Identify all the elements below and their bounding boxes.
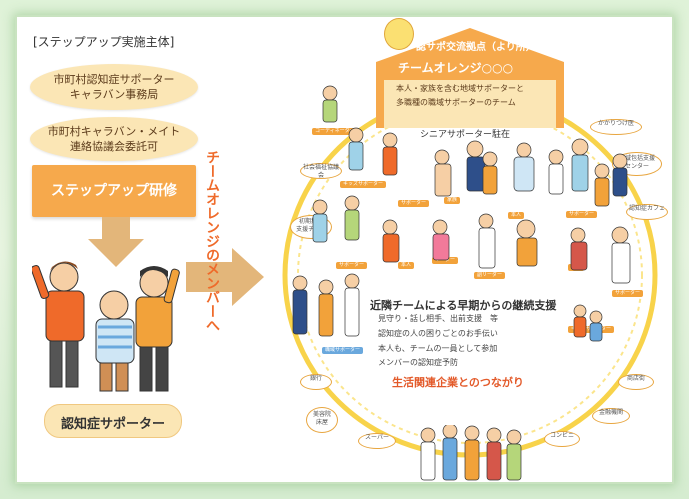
companies-connection-label: 生活関連企業とのつながり bbox=[392, 376, 524, 389]
support-item-4: メンバーの認知症予防 bbox=[378, 358, 458, 367]
support-title: 近隣チームによる早期からの継続支援 bbox=[370, 299, 557, 312]
caravan-office-line1: 市町村認知症サポーター bbox=[53, 73, 175, 86]
stepup-training-box: ステップアップ研修 bbox=[32, 165, 196, 217]
finance-label: 金融機関 bbox=[592, 408, 630, 424]
barber-line2: 床屋 bbox=[315, 419, 328, 426]
family-doctor-text: かかりつけ医 bbox=[597, 120, 635, 127]
regional-center-line1: 地域包括支援 bbox=[618, 155, 655, 162]
regional-center-line2: センター bbox=[624, 163, 649, 170]
supermarket-label: スーパー bbox=[358, 433, 396, 449]
house-desc-line2: 多職種の職域サポーターのチーム bbox=[396, 98, 516, 107]
house-desc-line1: 本人・家族を含む地域サポーターと bbox=[396, 84, 524, 93]
supporter-tag-3: サポーター bbox=[566, 211, 598, 218]
convenience-store-label: コンビニ bbox=[544, 431, 580, 447]
social-welfare-label: 社会福祉協議会 bbox=[300, 163, 342, 179]
supporters-group-illustration bbox=[32, 261, 180, 392]
family-tag-1: 家族 bbox=[444, 197, 461, 204]
supermarket-text: スーパー bbox=[365, 434, 389, 441]
supporter-tag-1: サポーター bbox=[336, 262, 368, 269]
stepup-training-label: ステップアップ研修 bbox=[51, 183, 177, 199]
honnin-tag-2: 本人 bbox=[398, 262, 415, 269]
finance-text: 金融機関 bbox=[598, 409, 623, 416]
support-item-2: 認知症の人の困りごとのお手伝い bbox=[378, 329, 498, 338]
sub-leader-tag: 副リーダー bbox=[474, 272, 506, 279]
dementia-cafe-label: 認知症カフェ bbox=[626, 204, 668, 220]
down-arrow-icon bbox=[88, 217, 144, 267]
caravan-office-line2: キャラバン事務局 bbox=[69, 88, 159, 101]
barber-line1: 美容院 bbox=[312, 411, 331, 418]
team-orange-member-vertical-text: チームオレンジのメンバーへ bbox=[204, 150, 220, 332]
supporter-tag-2: サポーター bbox=[398, 200, 430, 207]
coordinator-tag: コーディネーター bbox=[312, 128, 358, 135]
right-arrow-icon bbox=[186, 248, 264, 306]
regional-center-label: 地域包括支援 センター bbox=[612, 152, 662, 176]
kids-supporter-tag: キッズサポーター bbox=[340, 181, 387, 188]
barber-label: 美容院 床屋 bbox=[306, 407, 338, 433]
early-support-line1: 初期集中 bbox=[298, 218, 323, 225]
bank-text: 銀行 bbox=[309, 375, 322, 382]
senior-station-label: シニアサポーター駐在 bbox=[420, 130, 511, 140]
shopping-street-text: 商店街 bbox=[626, 375, 645, 382]
dog-mascot-icon bbox=[384, 18, 414, 50]
dementia-supporter-label: 認知症サポーター bbox=[60, 417, 165, 432]
house-title: 認サポ交流拠点（より所） bbox=[416, 42, 536, 53]
dementia-supporter-label-box: 認知症サポーター bbox=[44, 404, 182, 438]
support-item-3: 本人も、チームの一員として参加 bbox=[378, 344, 498, 353]
dementia-cafe-text: 認知症カフェ bbox=[628, 205, 665, 212]
base-house-shape bbox=[376, 28, 564, 128]
support-item-1: 見守り・話し相手、出前支援 等 bbox=[378, 314, 498, 323]
caravan-office-bubble: 市町村認知症サポーター キャラバン事務局 bbox=[30, 64, 198, 110]
caravan-mate-line1: 市町村キャラバン・メイト bbox=[47, 125, 181, 138]
business-workers-illustration bbox=[420, 425, 522, 481]
early-support-line2: 支援チーム bbox=[296, 226, 326, 233]
caravan-mate-line2: 連絡協議会委託可 bbox=[70, 140, 158, 153]
team-orange-name: チームオレンジ○○○ bbox=[398, 61, 514, 75]
family-doctor-label: かかりつけ医 bbox=[590, 119, 642, 135]
bank-label: 銀行 bbox=[300, 374, 332, 390]
supporter-tag-4: サポーター bbox=[612, 290, 644, 297]
team-members-illustration bbox=[292, 85, 631, 342]
workplace-supporter-tag: 職域サポーター bbox=[322, 347, 364, 354]
left-header: [ステップアップ実施主体] bbox=[33, 35, 175, 49]
honnin-tag-1: 本人 bbox=[508, 212, 525, 219]
social-welfare-text: 社会福祉協議会 bbox=[302, 164, 339, 179]
convenience-store-text: コンビニ bbox=[549, 432, 574, 439]
caravan-mate-bubble: 市町村キャラバン・メイト 連絡協議会委託可 bbox=[30, 117, 198, 161]
shopping-street-label: 商店街 bbox=[618, 374, 654, 390]
